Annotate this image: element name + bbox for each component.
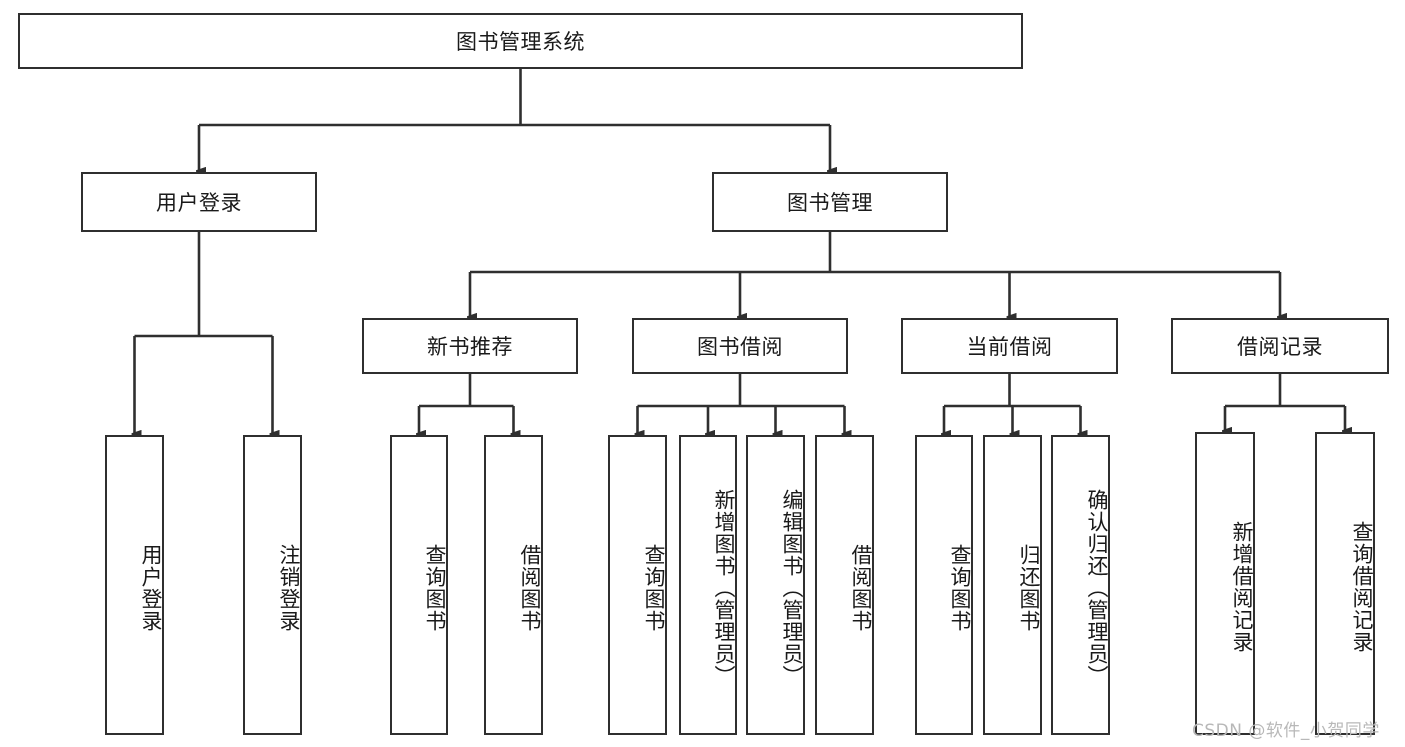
node-current-borrow[interactable]: 当前借阅	[901, 318, 1118, 374]
node-l-cb-query[interactable]: 查询图书	[915, 435, 973, 735]
node-label: 新增图书（管理员）	[712, 489, 736, 687]
node-l-bb-edit[interactable]: 编辑图书（管理员）	[746, 435, 805, 735]
node-l-bb-add[interactable]: 新增图书（管理员）	[679, 435, 737, 735]
node-l-br-add[interactable]: 新增借阅记录	[1195, 432, 1255, 735]
node-label: 注销登录	[277, 544, 301, 632]
node-label: 借阅记录	[1237, 335, 1323, 359]
node-label: 查询借阅记录	[1350, 520, 1374, 653]
node-label: 确认归还（管理员）	[1085, 489, 1109, 687]
node-new-book-rec[interactable]: 新书推荐	[362, 318, 578, 374]
node-label: 图书管理系统	[456, 30, 585, 54]
node-label: 图书管理	[787, 191, 873, 215]
node-label: 归还图书	[1017, 544, 1041, 632]
node-l-br-query[interactable]: 查询借阅记录	[1315, 432, 1375, 735]
node-leaf-logout[interactable]: 注销登录	[243, 435, 302, 735]
node-root[interactable]: 图书管理系统	[18, 13, 1023, 69]
node-l-bb-borrow[interactable]: 借阅图书	[815, 435, 874, 735]
node-user-login[interactable]: 用户登录	[81, 172, 317, 232]
node-l-nbr-query[interactable]: 查询图书	[390, 435, 448, 735]
node-label: 查询图书	[423, 544, 447, 632]
node-l-cb-return[interactable]: 归还图书	[983, 435, 1042, 735]
node-l-bb-query[interactable]: 查询图书	[608, 435, 667, 735]
node-l-nbr-borrow[interactable]: 借阅图书	[484, 435, 543, 735]
node-label: 借阅图书	[518, 544, 542, 632]
node-book-borrow[interactable]: 图书借阅	[632, 318, 848, 374]
node-borrow-record[interactable]: 借阅记录	[1171, 318, 1389, 374]
node-label: 用户登录	[139, 544, 163, 632]
node-label: 图书借阅	[697, 335, 783, 359]
node-label: 当前借阅	[966, 335, 1053, 359]
csdn-watermark: CSDN @软件_小贺同学	[1192, 721, 1380, 741]
node-label: 编辑图书（管理员）	[780, 489, 804, 687]
node-label: 查询图书	[948, 544, 972, 632]
node-leaf-user-login[interactable]: 用户登录	[105, 435, 164, 735]
node-label: 新增借阅记录	[1230, 520, 1254, 653]
node-label: 新书推荐	[427, 335, 513, 359]
node-book-manage[interactable]: 图书管理	[712, 172, 948, 232]
node-label: 查询图书	[642, 544, 666, 632]
node-label: 用户登录	[156, 191, 242, 215]
node-label: 借阅图书	[849, 544, 873, 632]
node-l-cb-confirm[interactable]: 确认归还（管理员）	[1051, 435, 1110, 735]
